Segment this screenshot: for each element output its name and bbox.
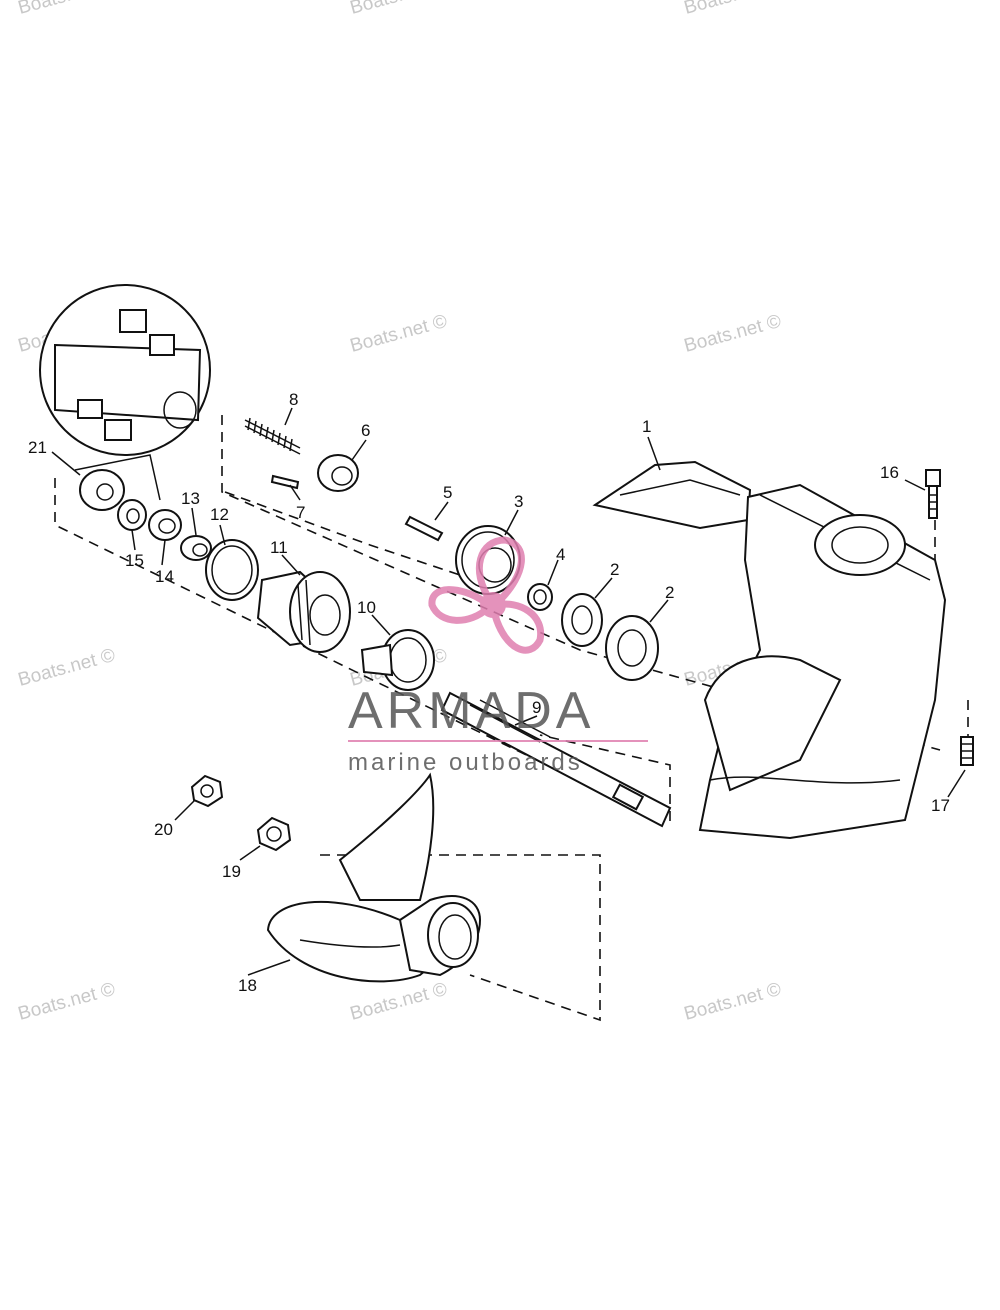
watermark: Boats.net © [348,0,450,19]
pin-5 [404,515,444,542]
callout-8: 8 [289,390,298,409]
callout-3: 3 [514,492,523,511]
nut-20 [190,774,224,808]
callouts: 1 2 2 3 4 5 6 7 8 9 10 11 12 13 14 15 16… [28,390,950,995]
callout-18: 18 [238,976,257,995]
watermark: Boats.net © [682,979,784,1025]
callout-21: 21 [28,438,47,457]
nut-19 [256,816,292,852]
callout-9: 9 [532,698,541,717]
propeller-18 [266,772,482,983]
seal-15 [117,499,147,531]
callout-2b: 2 [665,583,674,602]
gearcase-housing [592,460,947,840]
callout-16: 16 [880,463,899,482]
bushing-13 [180,535,212,561]
propeller-logo-icon [428,536,545,654]
logo-hub [480,592,506,618]
watermark: Boats.net © [348,311,450,357]
spring-8 [244,417,301,455]
callout-1: 1 [642,417,651,436]
gear-10 [360,629,435,691]
callout-19: 19 [222,862,241,881]
o-ring-12 [205,539,259,601]
inset-detail-bushing [39,284,211,501]
watermark: Boats.net © [348,979,450,1025]
pin-7 [270,474,300,490]
bearing-2a [561,593,603,647]
watermark: Boats.net © [682,311,784,357]
callout-10: 10 [357,598,376,617]
callout-7: 7 [296,503,305,522]
callout-13: 13 [181,489,200,508]
leader-lines [51,407,966,976]
callout-5: 5 [443,483,452,502]
callout-17: 17 [931,796,950,815]
callout-14: 14 [155,567,174,586]
screw-17 [960,736,974,766]
watermark: Boats.net © [16,979,118,1025]
bearing-14 [148,509,182,541]
bearing-race-2b [605,615,659,681]
logo-wordmark: ARMADA [348,682,594,740]
callout-2: 2 [610,560,619,579]
callout-15: 15 [125,551,144,570]
washer-21 [79,469,125,511]
callout-6: 6 [361,421,370,440]
bearing-carrier-11 [256,570,351,653]
watermark: Boats.net © [16,645,118,691]
callout-12: 12 [210,505,229,524]
bolt-16 [925,469,941,519]
callout-11: 11 [270,538,288,557]
callout-20: 20 [154,820,173,839]
logo-tagline: marine outboards [348,749,583,776]
bushing-4 [527,583,553,611]
watermark: Boats.net © [16,0,118,19]
armada-logo: ARMADA marine outboards [348,536,648,776]
clutch-6 [317,454,359,492]
watermark: Boats.net © [682,0,784,19]
propeller-shaft-9 [440,691,672,828]
callout-4: 4 [556,545,565,564]
